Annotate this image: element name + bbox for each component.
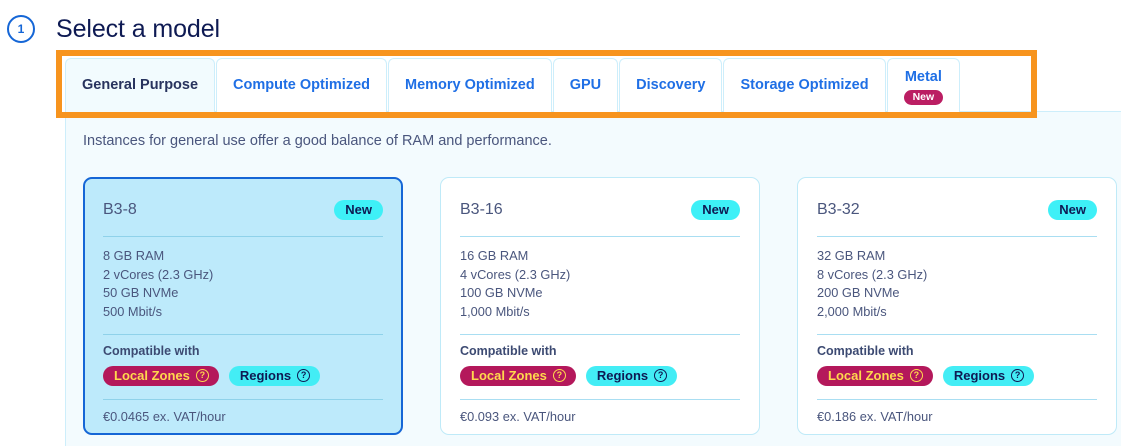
model-card-header: B3-16 New (460, 197, 740, 223)
compatibility-chip-group: Local Zones?Regions? (460, 365, 740, 386)
help-question-icon[interactable]: ? (654, 368, 668, 382)
tab-label: Metal (904, 69, 942, 85)
chip-regions[interactable]: Regions? (585, 365, 678, 386)
compatible-with-label: Compatible with (103, 344, 200, 358)
compatible-with-label: Compatible with (817, 344, 914, 358)
model-price: €0.093 ex. VAT/hour (460, 408, 576, 424)
step-number-badge: 1 (7, 15, 35, 43)
tab-storage-optimized[interactable]: Storage Optimized (723, 58, 886, 112)
card-divider (460, 236, 740, 237)
model-spec-line: 32 GB RAM (817, 248, 886, 263)
help-question-icon[interactable]: ? (909, 368, 923, 382)
model-card[interactable]: B3-8 New 8 GB RAM 2 vCores (2.3 GHz) 50 GB N… (83, 177, 403, 435)
step-number: 1 (17, 22, 25, 36)
model-price: €0.0465 ex. VAT/hour (103, 408, 226, 424)
compatibility-chip-group: Local Zones?Regions? (817, 365, 1097, 386)
card-divider (817, 334, 1097, 335)
page-title: Select a model (56, 15, 220, 43)
chip-label: Local Zones (828, 367, 904, 383)
model-spec-list: 8 GB RAM 2 vCores (2.3 GHz) 50 GB NVMe 500 … (103, 247, 383, 321)
model-spec-line: 2 vCores (2.3 GHz) (103, 266, 214, 282)
model-spec-line: 1,000 Mbit/s (460, 303, 530, 319)
tab-general-purpose[interactable]: General Purpose (65, 58, 216, 112)
step-header: 1 Select a model (0, 0, 220, 56)
model-spec-line: 16 GB RAM (460, 248, 529, 263)
model-panel: Instances for general use offer a good b… (65, 111, 1121, 446)
model-card-title: B3-16 (460, 201, 503, 218)
tab-memory-optimized[interactable]: Memory Optimized (388, 58, 552, 112)
tab-discovery[interactable]: Discovery (619, 58, 723, 112)
chip-regions[interactable]: Regions? (942, 365, 1035, 386)
help-question-icon[interactable]: ? (552, 368, 566, 382)
chip-local-zones[interactable]: Local Zones? (460, 365, 576, 386)
model-spec-line: 2,000 Mbit/s (817, 303, 887, 319)
panel-description: Instances for general use offer a good b… (83, 133, 552, 149)
model-spec-list: 32 GB RAM 8 vCores (2.3 GHz) 200 GB NVMe 2,… (817, 247, 1097, 321)
model-spec-line: 50 GB NVMe (103, 285, 179, 300)
tab-label: Memory Optimized (405, 77, 535, 94)
tab-label: Compute Optimized (233, 77, 370, 94)
tab-gpu[interactable]: GPU (552, 58, 619, 112)
chip-local-zones[interactable]: Local Zones? (817, 365, 933, 386)
model-card-title: B3-32 (817, 201, 860, 218)
model-card[interactable]: B3-32 New 32 GB RAM 8 vCores (2.3 GHz) 200 G… (797, 177, 1117, 435)
model-spec-line: 4 vCores (2.3 GHz) (460, 266, 571, 282)
model-card-header: B3-8 New (103, 197, 383, 223)
card-divider (103, 334, 383, 335)
help-question-icon[interactable]: ? (195, 368, 209, 382)
model-price: €0.186 ex. VAT/hour (817, 408, 933, 424)
tab-new-badge: New (903, 89, 944, 105)
tab-label: Discovery (636, 77, 706, 94)
tab-label: GPU (569, 77, 602, 94)
model-spec-line: 200 GB NVMe (817, 285, 900, 300)
model-category-tabs: General Purpose Compute Optimized Memory O… (65, 57, 961, 112)
card-divider (460, 398, 740, 400)
chip-label: Regions (596, 367, 649, 383)
chip-label: Regions (953, 367, 1006, 383)
model-new-badge: New (334, 200, 383, 220)
model-card-title: B3-8 (103, 201, 137, 218)
chip-regions[interactable]: Regions? (228, 365, 321, 386)
card-divider (103, 236, 383, 237)
help-question-icon[interactable]: ? (297, 368, 311, 382)
model-card-header: B3-32 New (817, 197, 1097, 223)
model-card-list: B3-8 New 8 GB RAM 2 vCores (2.3 GHz) 50 GB N… (83, 177, 1117, 435)
card-divider (817, 398, 1097, 400)
model-spec-line: 8 GB RAM (103, 248, 165, 263)
card-divider (103, 398, 383, 400)
chip-label: Local Zones (114, 367, 190, 383)
model-new-badge: New (1048, 200, 1097, 220)
compatible-with-label: Compatible with (460, 344, 557, 358)
tab-label: General Purpose (82, 77, 199, 94)
compatibility-chip-group: Local Zones?Regions? (103, 365, 383, 386)
tab-compute-optimized[interactable]: Compute Optimized (216, 58, 387, 112)
chip-label: Local Zones (471, 367, 547, 383)
model-spec-line: 100 GB NVMe (460, 285, 543, 300)
tab-label: Storage Optimized (740, 77, 869, 94)
card-divider (460, 334, 740, 335)
chip-label: Regions (239, 367, 292, 383)
chip-local-zones[interactable]: Local Zones? (103, 365, 219, 386)
model-new-badge: New (691, 200, 740, 220)
model-spec-line: 500 Mbit/s (103, 303, 163, 319)
model-spec-line: 8 vCores (2.3 GHz) (817, 266, 928, 282)
help-question-icon[interactable]: ? (1011, 368, 1025, 382)
card-divider (817, 236, 1097, 237)
model-spec-list: 16 GB RAM 4 vCores (2.3 GHz) 100 GB NVMe 1,… (460, 247, 740, 321)
model-card[interactable]: B3-16 New 16 GB RAM 4 vCores (2.3 GHz) 100 G… (440, 177, 760, 435)
